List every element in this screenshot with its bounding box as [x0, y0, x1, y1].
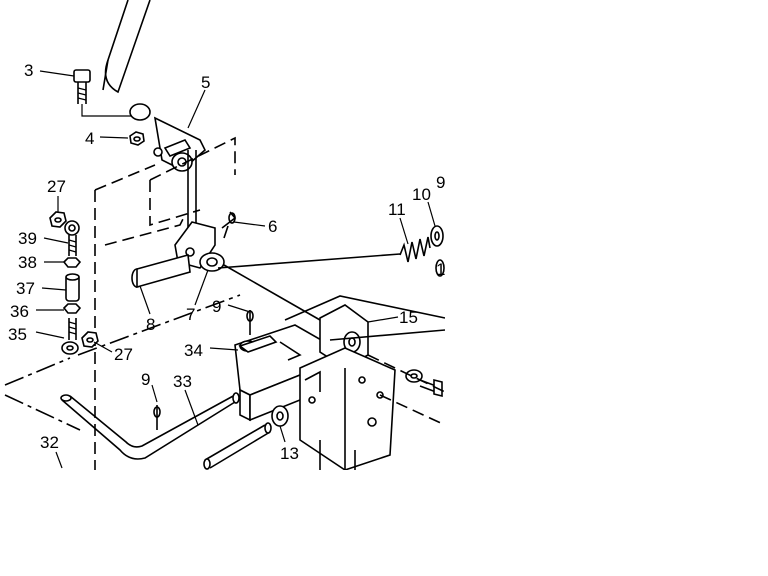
callout-10: 10	[412, 185, 431, 204]
pin-part-8	[131, 253, 191, 289]
callout-1: 1	[436, 260, 445, 279]
bolt-right	[367, 354, 446, 426]
callout-4: 4	[85, 129, 94, 148]
callout-7: 7	[186, 305, 195, 324]
callout-38: 38	[18, 253, 37, 272]
callout-35: 35	[8, 325, 27, 344]
nut-part-38	[62, 257, 82, 268]
callout-3: 3	[24, 61, 33, 80]
callout-39: 39	[18, 229, 37, 248]
callout-13: 13	[280, 444, 299, 463]
callout-32: 32	[40, 433, 59, 452]
rod-end-part-39	[64, 220, 80, 256]
nut-part-4	[129, 131, 145, 146]
nut-part-27-top	[49, 211, 67, 228]
callout-9-right: 9	[436, 173, 445, 192]
nut-part-36	[62, 303, 82, 314]
callout-33: 33	[173, 372, 192, 391]
cotter-pin-part-6	[221, 211, 237, 239]
part-1-stub	[435, 259, 445, 277]
callout-27-bottom: 27	[114, 345, 133, 364]
cotter-pin-part-9-middle	[246, 310, 254, 335]
callout-6: 6	[268, 217, 277, 236]
washer-part-13	[271, 405, 289, 427]
callout-5: 5	[201, 73, 210, 92]
clevis-part-7	[174, 150, 321, 321]
callout-37: 37	[16, 279, 35, 298]
rod-part-33	[203, 422, 272, 470]
callout-15: 15	[399, 308, 418, 327]
washer-part-10	[430, 225, 444, 247]
leader-lines	[35, 70, 436, 469]
crop-mask-bottom	[0, 470, 768, 576]
callout-27-top: 27	[47, 177, 66, 196]
callout-9-middle: 9	[212, 297, 221, 316]
spring-part-11	[217, 236, 431, 269]
pivot-block-part-5	[129, 103, 206, 172]
callout-labels: 3 5 4 27 39 38 37 36 35 27 6 7 8 9 34 9 …	[8, 61, 445, 463]
callout-11: 11	[388, 200, 406, 219]
callout-34: 34	[184, 341, 203, 360]
lever-rod	[102, 0, 151, 94]
cotter-pin-part-9-lower	[153, 405, 161, 430]
callout-8: 8	[146, 315, 155, 334]
sleeve-part-37	[65, 273, 80, 302]
rod-end-part-35	[61, 318, 79, 355]
bolt-part-3	[73, 69, 91, 104]
callout-9-lower: 9	[141, 370, 150, 389]
callout-36: 36	[10, 302, 29, 321]
nut-part-27-bottom	[81, 331, 99, 348]
bracket-part-15	[284, 295, 446, 471]
rod-part-32	[60, 392, 240, 460]
